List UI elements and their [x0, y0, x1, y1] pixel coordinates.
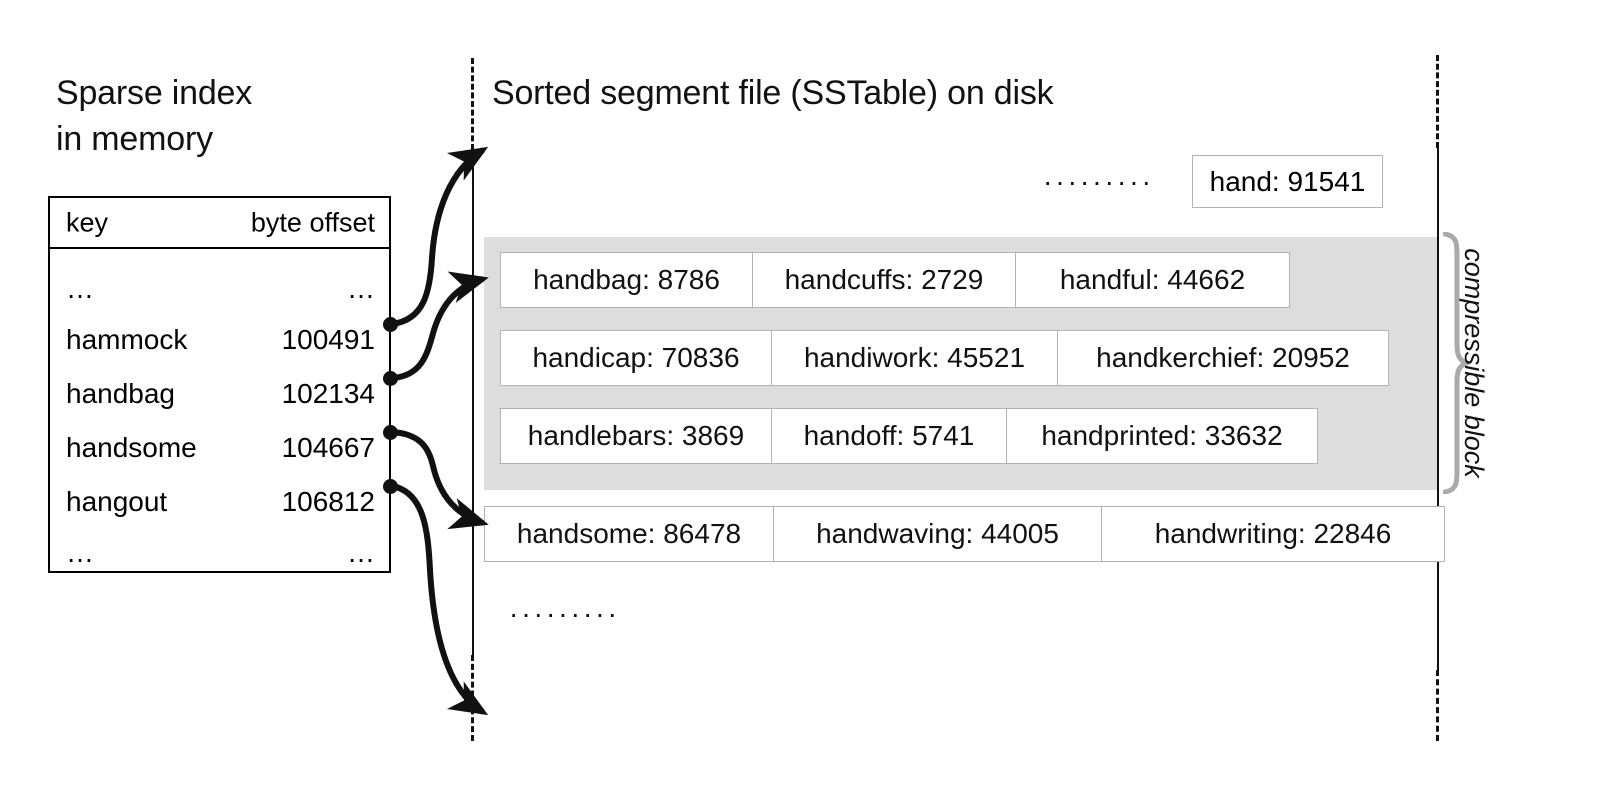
entry-row: handlebars: 3869 handoff: 5741 handprint… — [500, 408, 1318, 464]
entry-box: handiwork: 45521 — [770, 330, 1059, 386]
sparse-index-heading: Sparse index in memory — [56, 70, 252, 162]
sparse-index-heading-line2: in memory — [56, 120, 213, 158]
entry-box: handwriting: 22846 — [1101, 506, 1445, 562]
cell-key: … — [66, 537, 94, 568]
table-body: … … hammock 100491 handbag 102134 handso… — [50, 249, 389, 577]
file-end-dashed-line-bottom — [1436, 670, 1439, 741]
file-start-dashed-line-top — [471, 58, 474, 150]
offset-anchor-dot-handbag — [383, 371, 398, 386]
cell-key: hammock — [66, 324, 188, 355]
bottom-ellipsis: ········· — [509, 598, 620, 629]
table-row: … … — [50, 265, 389, 313]
file-start-dashed-line-bottom — [471, 655, 474, 741]
entry-box: handprinted: 33632 — [1006, 408, 1318, 464]
compressible-block-brace — [1443, 232, 1469, 494]
arrow-hammock — [391, 146, 489, 327]
cell-offset: 104667 — [281, 432, 375, 463]
arrow-handsome — [391, 429, 489, 530]
entry-box: handsome: 86478 — [484, 506, 774, 562]
top-ellipsis: ········· — [1043, 166, 1154, 197]
table-row: hammock 100491 — [50, 313, 389, 367]
table-row: hangout 106812 — [50, 475, 389, 529]
entry-box: handful: 44662 — [1015, 252, 1290, 308]
sparse-index-heading-line1: Sparse index — [56, 74, 253, 112]
compressible-block-label: compressible block — [1459, 248, 1489, 478]
cell-offset: … — [347, 273, 375, 304]
cell-key: hangout — [66, 486, 168, 517]
entry-row: handicap: 70836 handiwork: 45521 handker… — [500, 330, 1389, 386]
column-header-byte-offset: byte offset — [250, 207, 375, 237]
entry-row: handsome: 86478 handwaving: 44005 handwr… — [484, 506, 1445, 562]
file-end-solid-line — [1437, 148, 1439, 670]
table-row: handbag 102134 — [50, 367, 389, 421]
cell-offset: … — [347, 537, 375, 568]
table-row: handsome 104667 — [50, 421, 389, 475]
entry-row: handbag: 8786 handcuffs: 2729 handful: 4… — [500, 252, 1290, 308]
offset-anchor-dot-handsome — [383, 425, 398, 440]
entry-box-hand: hand: 91541 — [1192, 155, 1383, 208]
table-header-row: key byte offset — [50, 198, 389, 249]
cell-key: … — [66, 273, 94, 304]
cell-offset: 106812 — [281, 486, 375, 517]
table-row-spacer — [50, 249, 389, 265]
entry-box: handwaving: 44005 — [772, 506, 1103, 562]
entry-box: handoff: 5741 — [770, 408, 1008, 464]
column-header-key: key — [66, 207, 109, 237]
file-start-solid-line — [472, 150, 474, 655]
cell-key: handsome — [66, 432, 197, 463]
entry-box: handbag: 8786 — [500, 252, 753, 308]
entry-box: handlebars: 3869 — [500, 408, 772, 464]
arrow-handbag — [391, 271, 489, 381]
arrow-hangout — [391, 483, 489, 716]
offset-anchor-dot-hangout — [383, 479, 398, 494]
table-row: … … — [50, 529, 389, 577]
cell-key: handbag — [66, 378, 176, 409]
entry-box: handicap: 70836 — [500, 330, 772, 386]
cell-offset: 100491 — [281, 324, 375, 355]
file-end-dashed-line-top — [1436, 55, 1439, 148]
offset-anchor-dot-hammock — [383, 317, 398, 332]
cell-offset: 102134 — [281, 378, 375, 409]
entry-box: handcuffs: 2729 — [751, 252, 1017, 308]
sstable-heading: Sorted segment file (SSTable) on disk — [492, 74, 1054, 112]
sparse-index-table: key byte offset … … hammock 100491 handb… — [48, 196, 391, 573]
entry-box: handkerchief: 20952 — [1057, 330, 1389, 386]
